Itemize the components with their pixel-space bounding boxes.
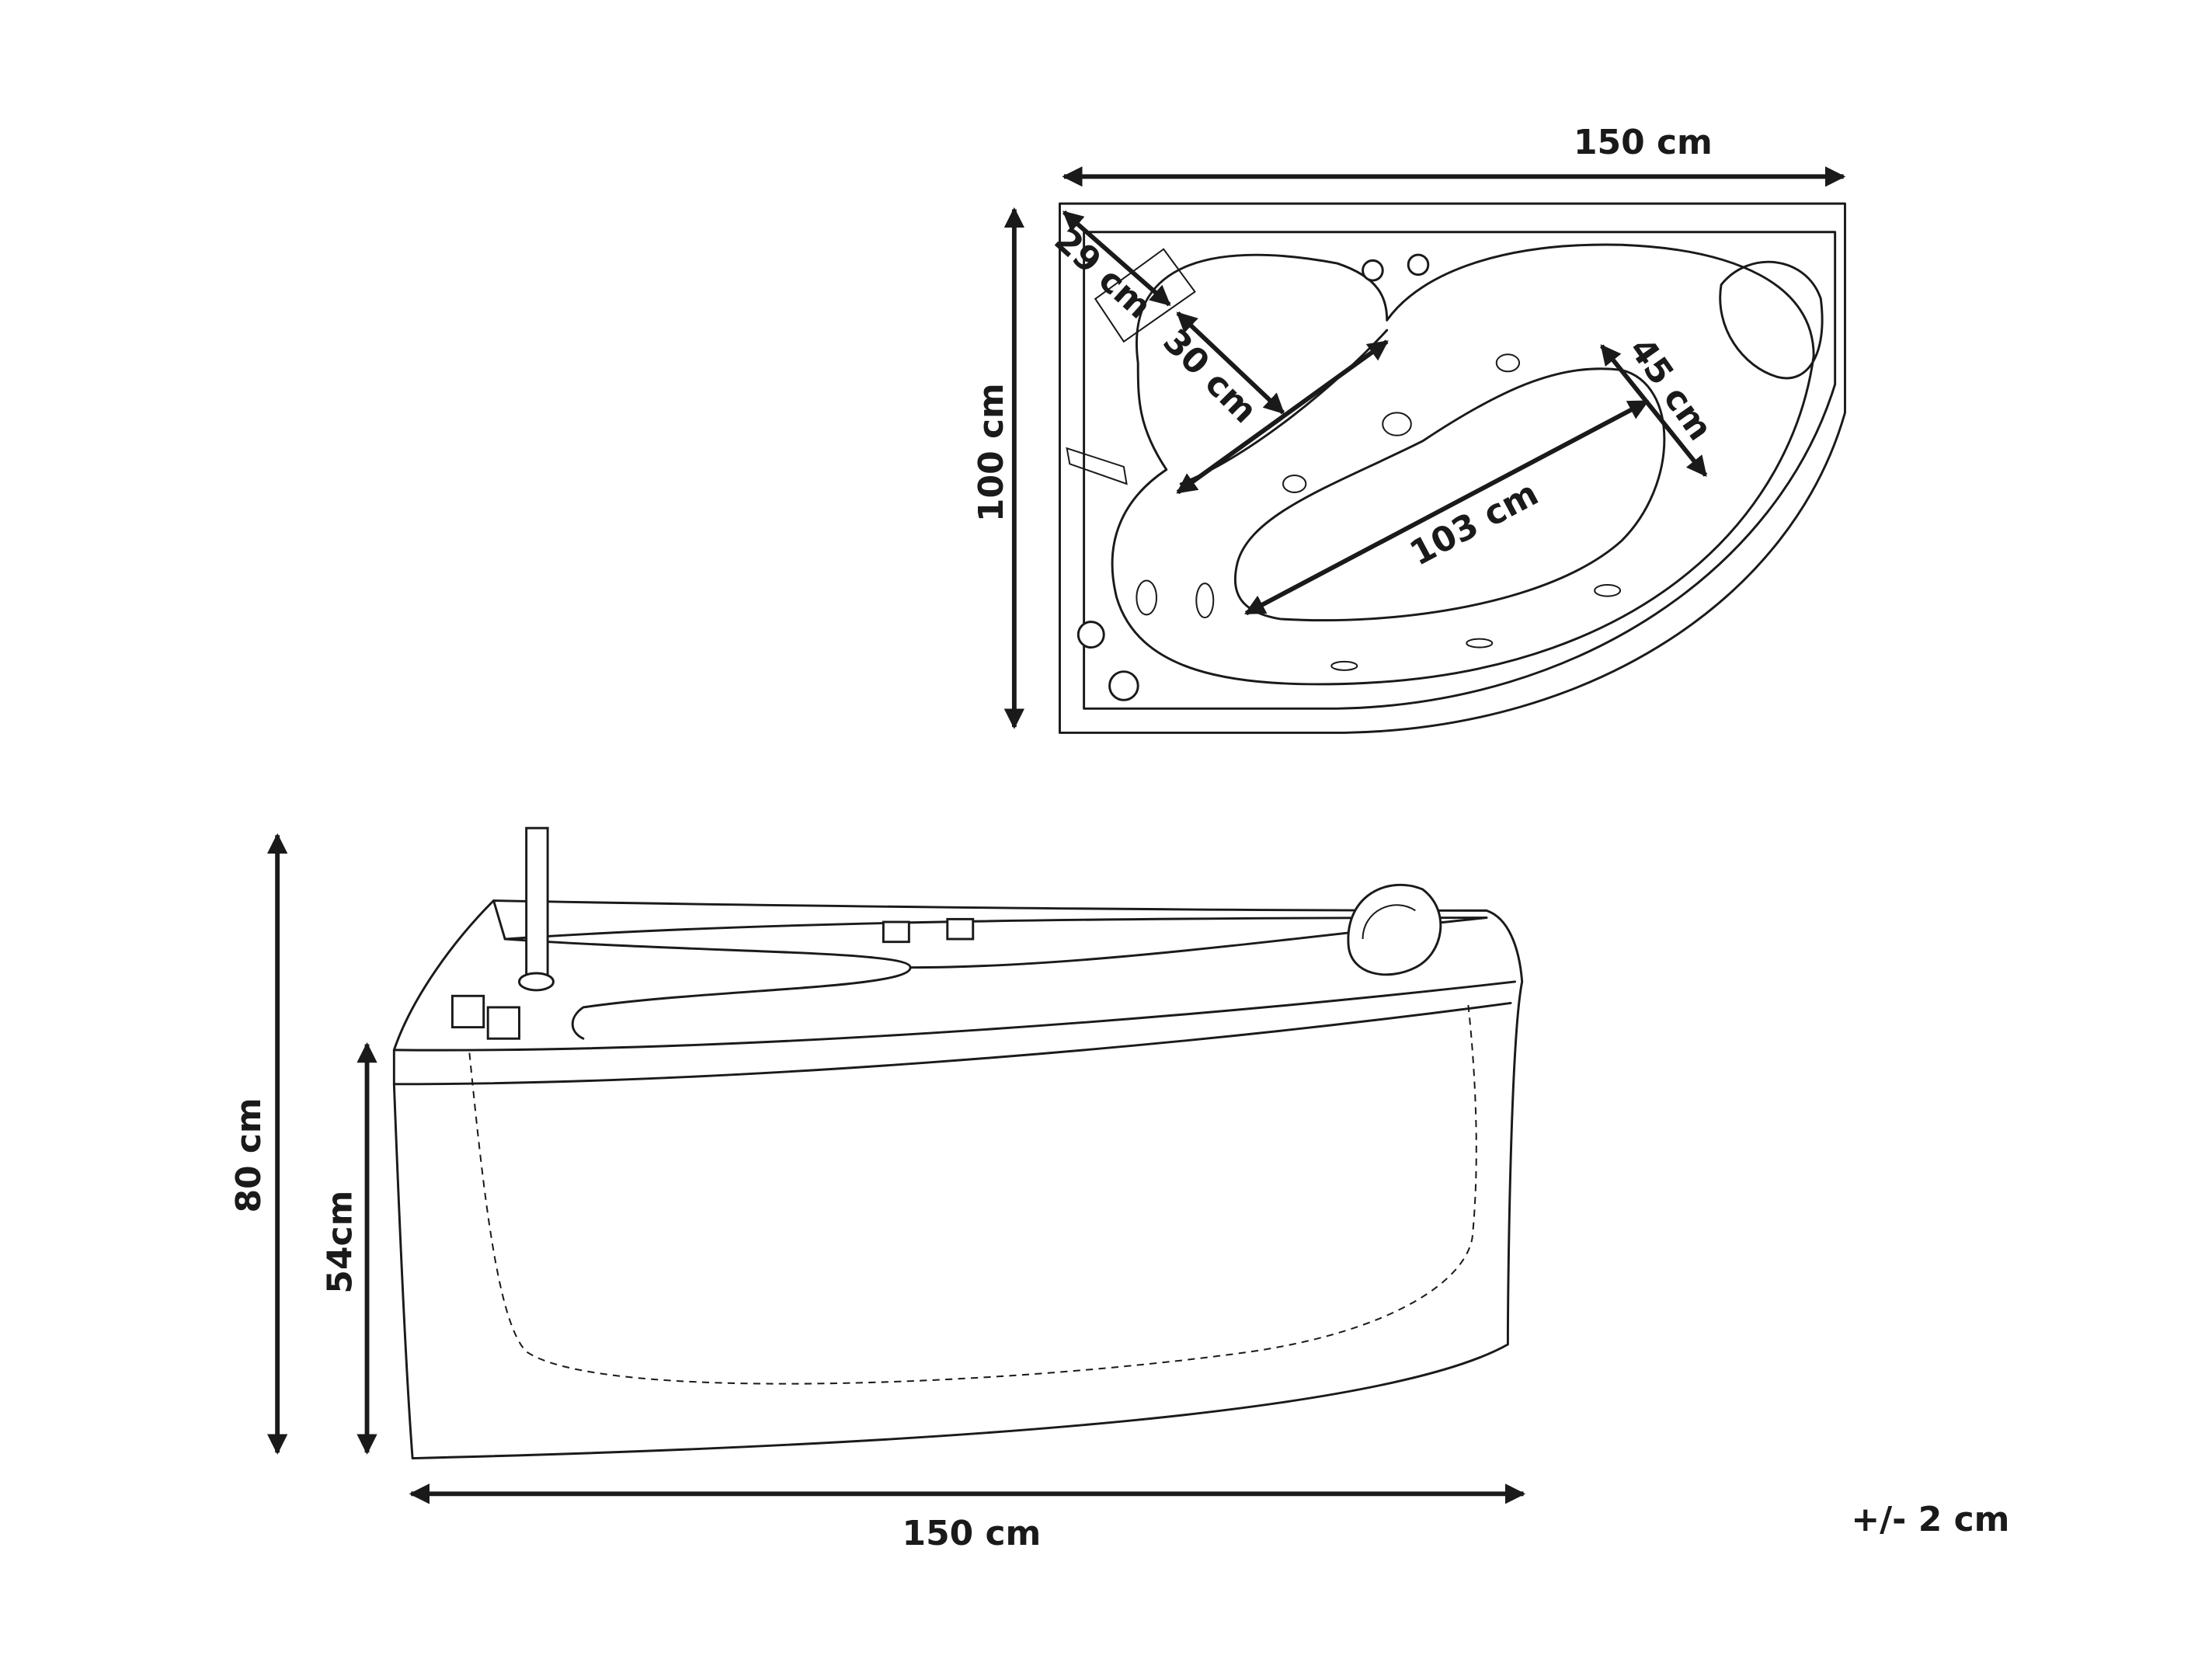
tolerance-label: +/- 2 cm (1851, 1500, 2009, 1539)
basin-width-arrow (1599, 344, 1708, 478)
side-view-drawing (392, 826, 1524, 1459)
top-width-label: 150 cm (1574, 123, 1713, 162)
tub-height-label: 54cm (320, 1191, 360, 1294)
side-length-label: 150 cm (903, 1514, 1042, 1553)
total-height-label: 80 cm (229, 1097, 269, 1212)
top-view-drawing (1059, 202, 1846, 734)
seat-width-label: 30 cm (1155, 322, 1264, 431)
top-depth-label: 100 cm (972, 383, 1011, 522)
basin-length-label: 103 cm (1403, 474, 1545, 574)
headrest-offset-arrow (1062, 210, 1171, 307)
basin-length-arrow (1244, 399, 1650, 616)
side-view-dimensions: 80 cm 54cm 150 cm (229, 833, 1526, 1553)
